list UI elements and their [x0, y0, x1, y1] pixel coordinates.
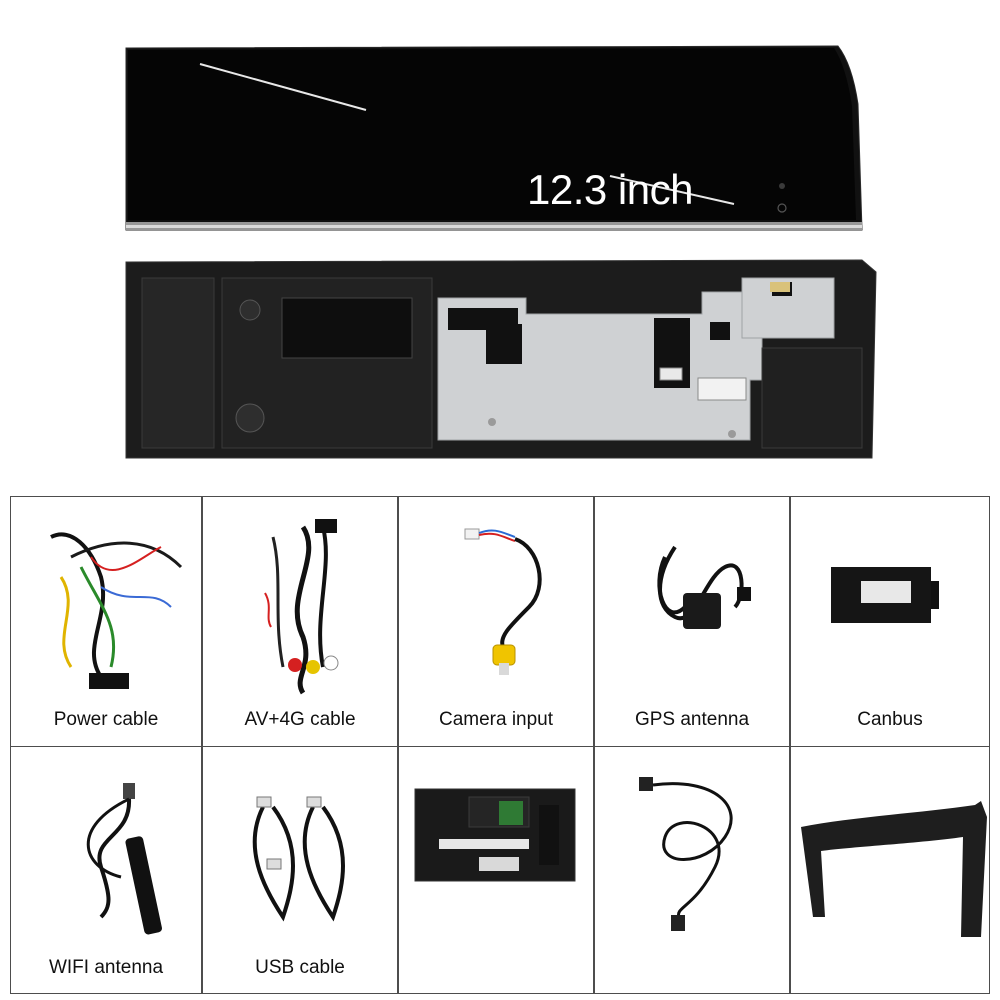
accessory-cell-camera-input: Camera input	[398, 496, 594, 748]
trim-frame-icon	[801, 801, 987, 937]
screen-size-caption: 12.3 inch	[527, 166, 693, 213]
accessory-cell-wifi-antenna: WIFI antenna	[10, 746, 202, 994]
accessory-label-canbus: Canbus	[857, 709, 923, 730]
accessory-cell-canbus: Canbus	[790, 496, 990, 748]
wifi-antenna-icon	[86, 783, 162, 935]
accessory-label-usb-cable: USB cable	[255, 957, 345, 978]
accessory-cell-trim-frame	[790, 746, 990, 994]
power-cable-icon	[50, 532, 183, 689]
accessory-label-wifi-antenna: WIFI antenna	[48, 957, 164, 978]
display-back-panel	[122, 258, 880, 463]
accessory-cell-power-cable: Power cable	[10, 496, 202, 748]
accessory-cell-gps-antenna: GPS antenna	[594, 496, 790, 748]
display-screen-image	[125, 45, 863, 231]
accessory-cell-head-unit-box	[398, 746, 594, 994]
accessory-label-camera-input: Camera input	[438, 709, 554, 730]
accessory-cell-usb-cable: USB cable	[202, 746, 398, 994]
canbus-box-icon	[831, 567, 939, 623]
accessory-label-av-4g-cable: AV+4G cable	[244, 709, 356, 730]
back-panel-image	[125, 259, 877, 459]
display-screen-front: 12.3 inch	[122, 44, 864, 234]
accessory-label-power-cable: Power cable	[53, 709, 159, 730]
accessory-label-gps-antenna: GPS antenna	[634, 709, 750, 730]
av-4g-cable-icon	[264, 519, 339, 695]
optical-cable-icon	[639, 777, 733, 931]
gps-antenna-icon	[657, 545, 751, 629]
accessory-cell-optical-cable	[594, 746, 790, 994]
usb-cable-icon	[252, 796, 345, 922]
head-unit-box-icon	[414, 788, 576, 882]
accessory-cell-av-4g-cable: AV+4G cable	[202, 496, 398, 748]
camera-input-cable-icon	[464, 528, 542, 675]
accessories-grid: Power cable AV+4G cable Camera input	[10, 496, 990, 994]
